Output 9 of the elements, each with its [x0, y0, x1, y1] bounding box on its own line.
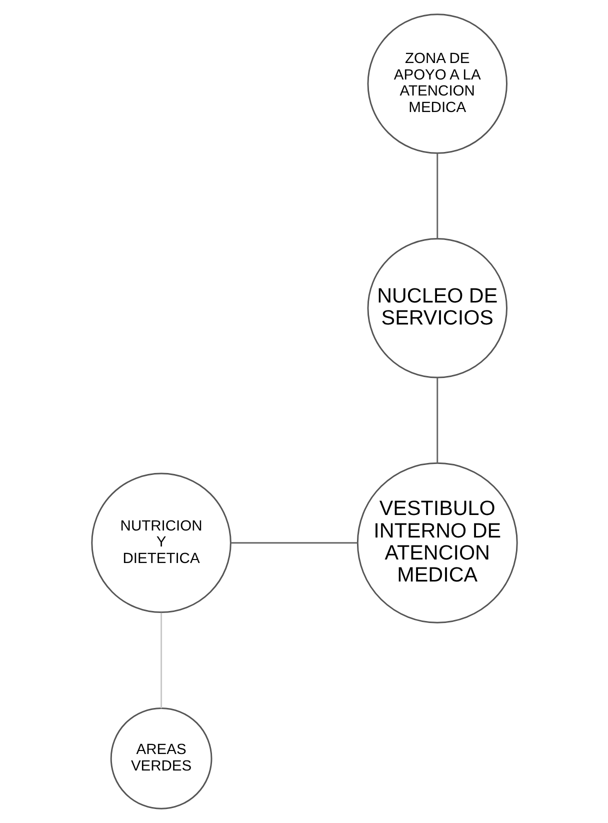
connector	[230, 542, 357, 544]
node-circle: NUTRICION Y DIETETICA	[90, 472, 231, 614]
node-circle: ZONA DE APOYO A LA ATENCION MEDICA	[366, 14, 507, 154]
node-circle: NUCLEO DE SERVICIOS	[366, 238, 507, 378]
connector	[436, 378, 438, 464]
connector	[436, 153, 438, 239]
node-circle: AREAS VERDES	[110, 708, 212, 810]
node-circle: VESTIBULO INTERNO DE ATENCION MEDICA	[356, 462, 518, 624]
connector	[160, 612, 162, 708]
